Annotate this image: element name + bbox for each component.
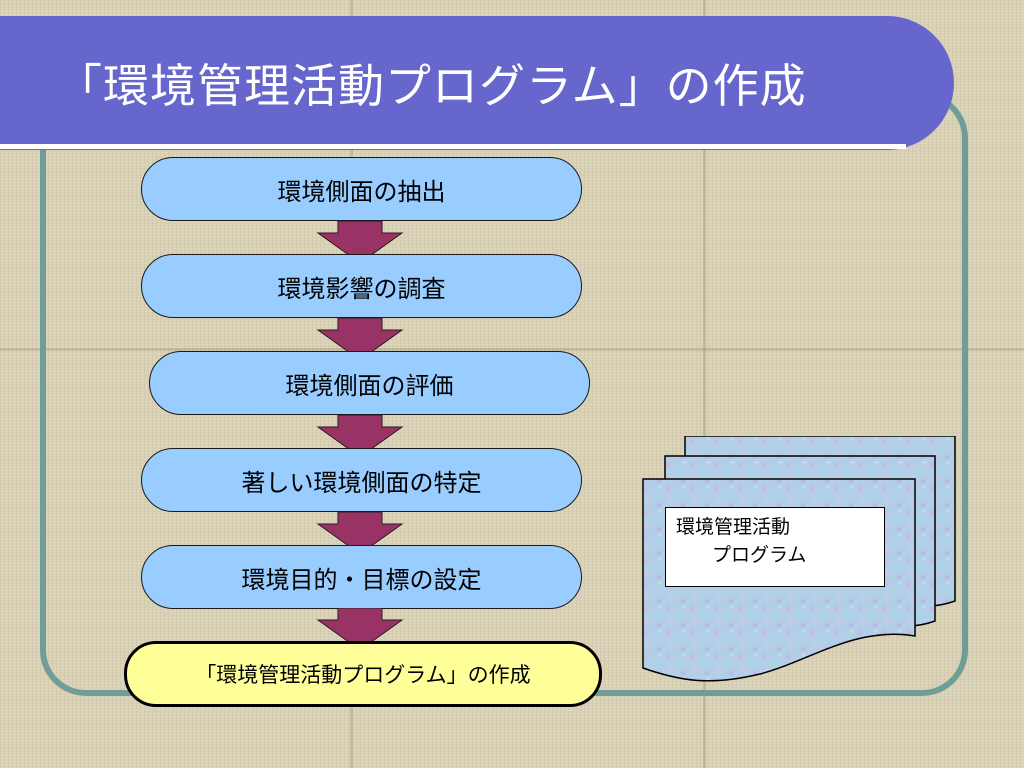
down-arrow-1 [316,221,404,263]
down-arrow-5 [316,608,404,650]
down-arrow-4 [316,512,404,554]
slide-title: 「環境管理活動プログラム」の作成 [56,59,807,113]
down-arrow-2 [316,318,404,360]
step-identify-significant: 著しい環境側面の特定 [141,448,582,512]
document-label-line2: プログラム [712,543,807,566]
program-document-label: 環境管理活動 プログラム [665,507,885,587]
title-underline [0,144,906,149]
step-create-program: 「環境管理活動プログラム」の作成 [124,641,602,707]
down-arrow-3 [316,415,404,457]
step-extract-aspects: 環境側面の抽出 [141,157,582,221]
step-set-objectives: 環境目的・目標の設定 [141,545,582,609]
title-bar: 「環境管理活動プログラム」の作成 [0,16,954,150]
step-impact-survey: 環境影響の調査 [141,254,582,318]
step-evaluate-aspects: 環境側面の評価 [149,351,590,415]
document-label-line1: 環境管理活動 [676,516,791,538]
